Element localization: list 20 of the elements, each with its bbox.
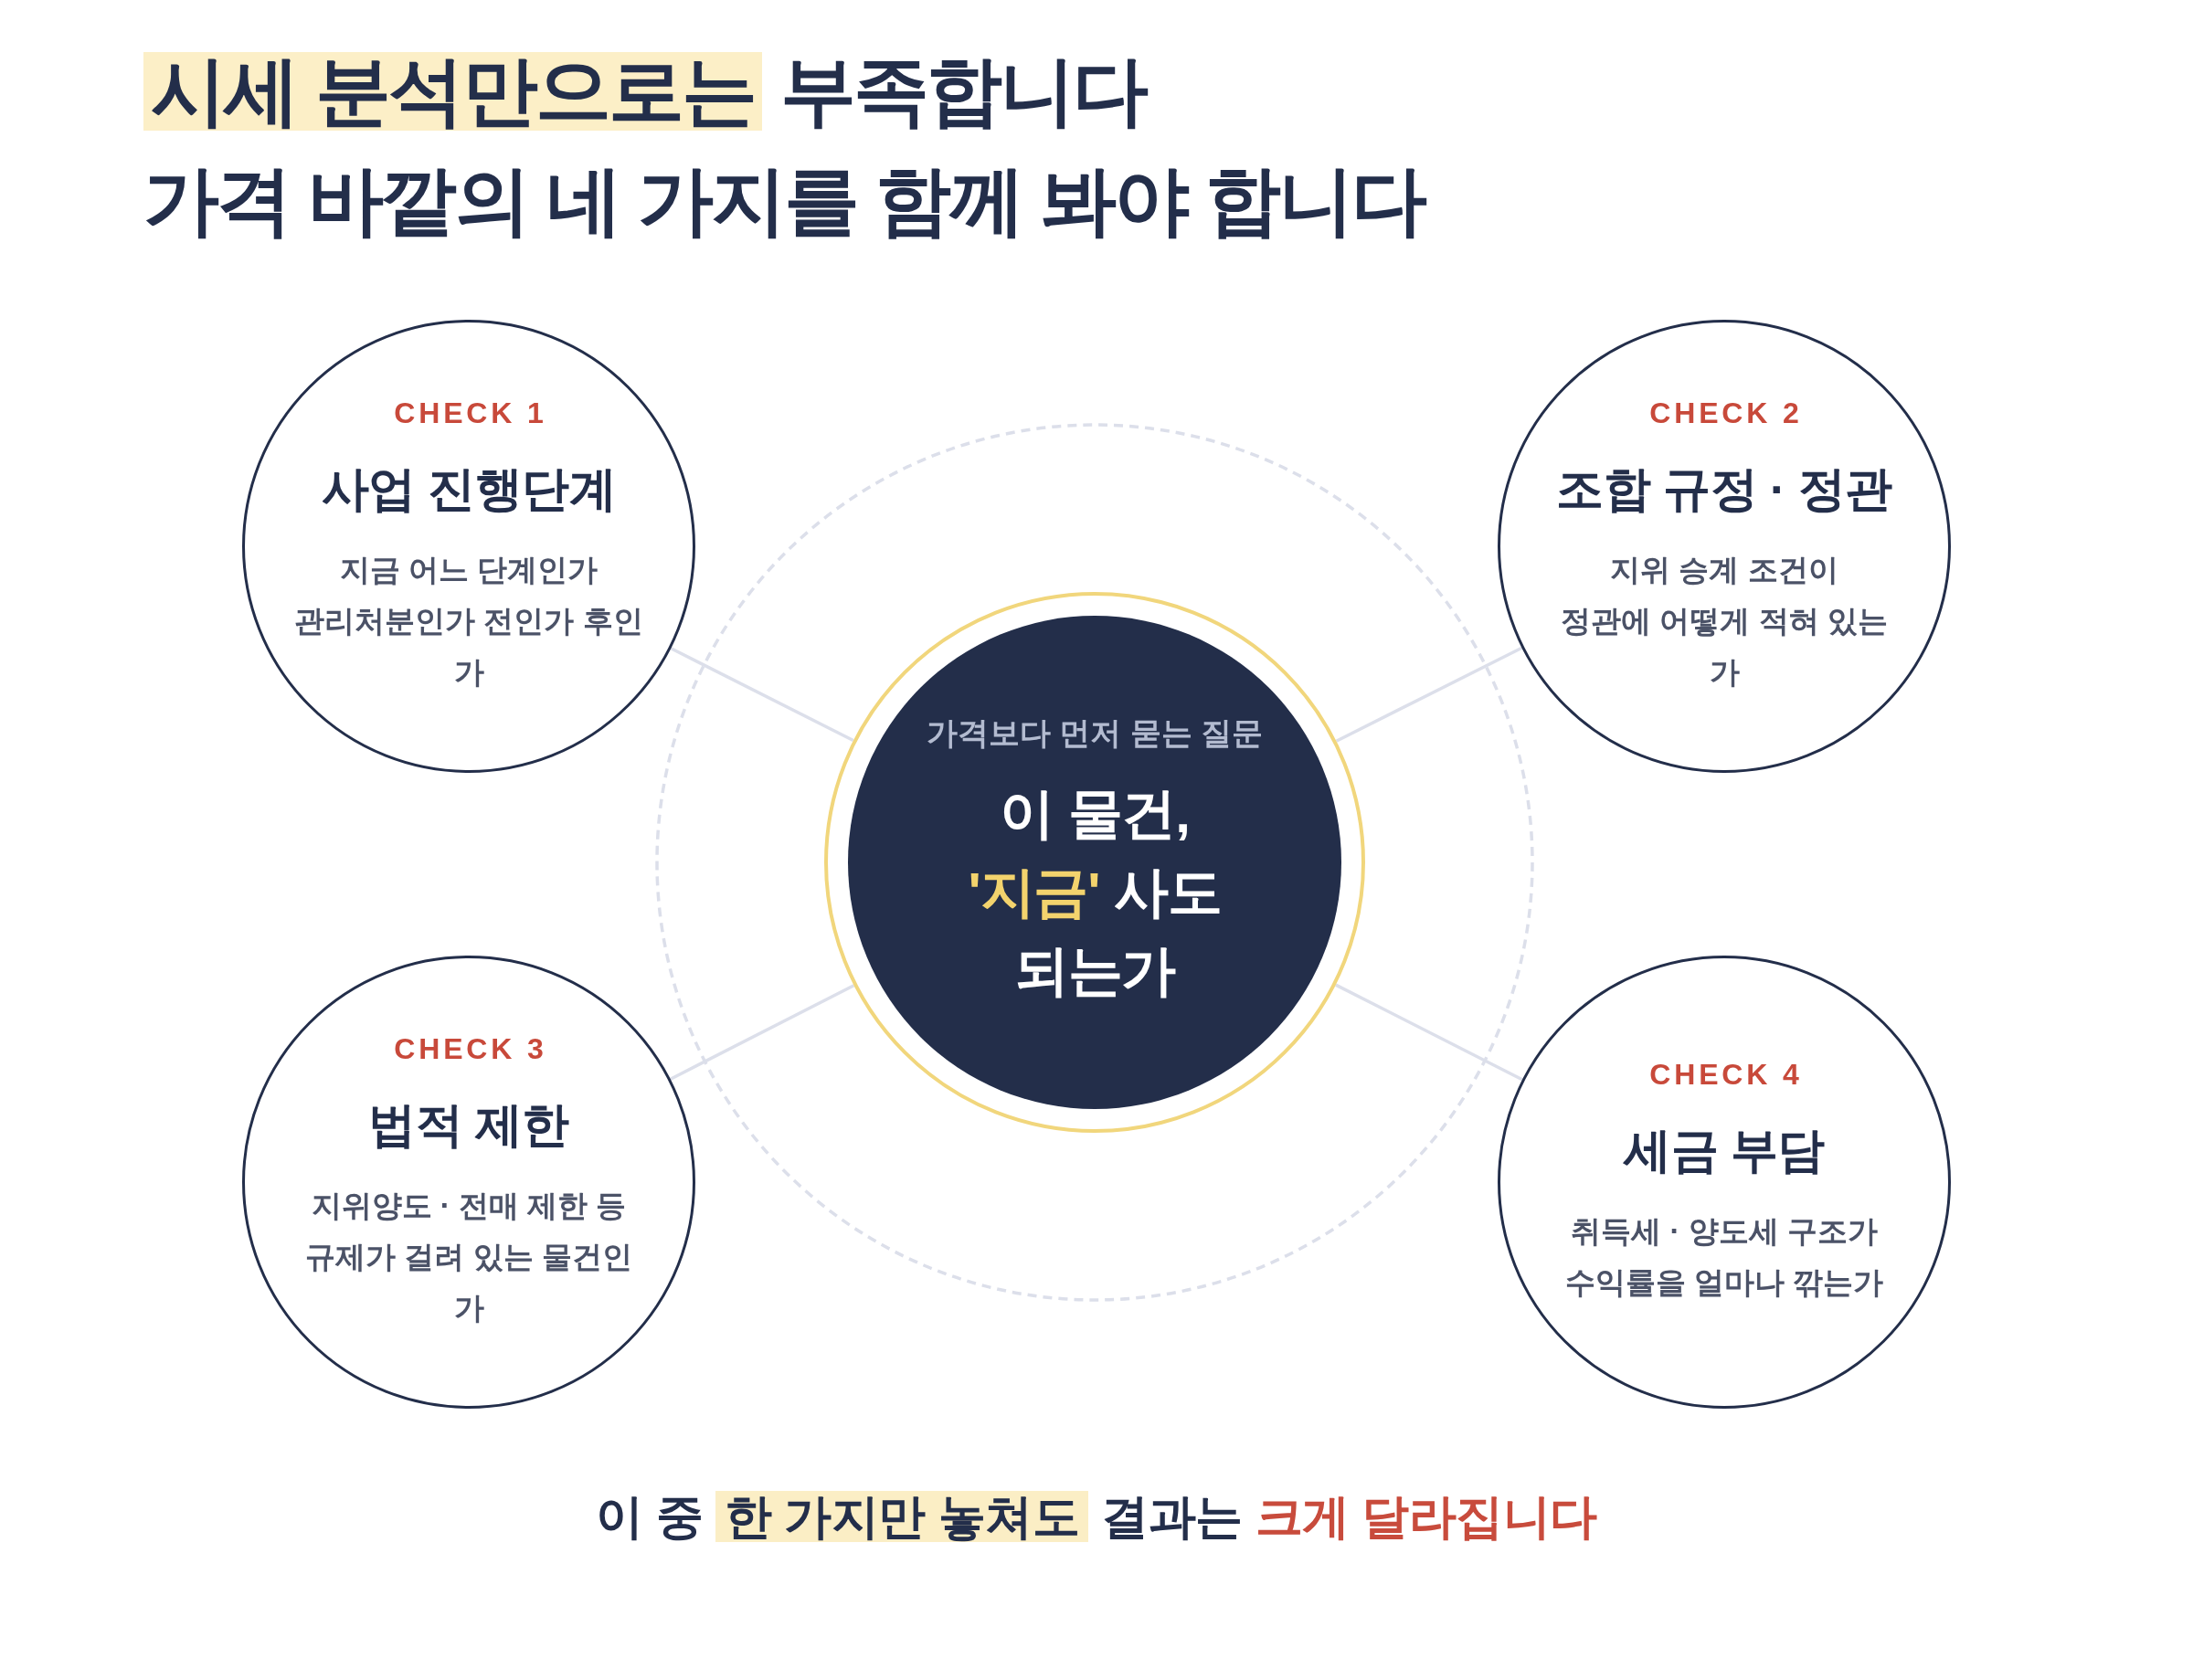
caption-text: 이 중 한 가지만 놓쳐도 결과는 크게 달라집니다 bbox=[595, 1489, 1598, 1545]
check-description: 취득세 · 양도세 구조가 수익률을 얼마나 깎는가 bbox=[1563, 1212, 1885, 1301]
check-label: CHECK 4 bbox=[1648, 1056, 1803, 1092]
check-description: 지위양도 · 전매 제한 등 규제가 걸려 있는 물건인가 bbox=[304, 1187, 633, 1326]
check-heading: 세금 부담 bbox=[1624, 1122, 1825, 1178]
check-description: 지금 어느 단계인가 관리처분인가 전인가 후인가 bbox=[293, 551, 644, 691]
connector-line bbox=[670, 647, 854, 743]
check-heading: 사업 진행단계 bbox=[321, 460, 617, 517]
connector-line bbox=[670, 984, 855, 1081]
connector-line bbox=[1335, 646, 1523, 743]
connector-line bbox=[1335, 983, 1523, 1082]
check-heading: 조합 규정 · 정관 bbox=[1556, 460, 1892, 517]
title: 시세 분석만으로는 부족합니다 가격 바깥의 네 가지를 함께 봐야 합니다 bbox=[143, 48, 1425, 245]
check-label: CHECK 2 bbox=[1648, 395, 1803, 430]
question-label: 가격보다 먼저 묻는 질문 bbox=[926, 714, 1264, 752]
check-label: CHECK 3 bbox=[393, 1030, 547, 1066]
check-description: 지위 승계 조건이 정관에 어떻게 적혀 있는가 bbox=[1560, 551, 1889, 691]
question-text: 이 물건, '지금' 사도 되는가 bbox=[968, 782, 1222, 1003]
check-label: CHECK 1 bbox=[393, 395, 547, 430]
check-heading: 법적 제한 bbox=[368, 1096, 569, 1153]
